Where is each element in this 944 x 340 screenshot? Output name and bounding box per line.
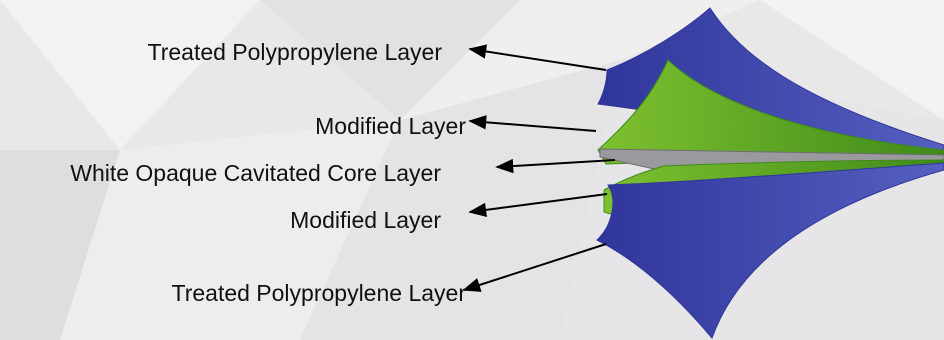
label-modified-bottom: Modified Layer <box>290 207 441 233</box>
label-treated-polypropylene-bottom: Treated Polypropylene Layer <box>171 280 467 306</box>
arrow-modified-bottom <box>468 193 608 218</box>
arrow-core <box>495 158 616 174</box>
label-treated-polypropylene-top: Treated Polypropylene Layer <box>147 39 443 65</box>
label-core-layer: White Opaque Cavitated Core Layer <box>70 160 441 186</box>
arrow-modified-top <box>468 115 597 132</box>
arrow-treated-polypropylene-top <box>468 44 607 71</box>
arrow-treated-polypropylene-bottom <box>462 243 607 292</box>
label-modified-top: Modified Layer <box>315 113 466 139</box>
bottom-polypropylene-layer <box>596 162 944 339</box>
